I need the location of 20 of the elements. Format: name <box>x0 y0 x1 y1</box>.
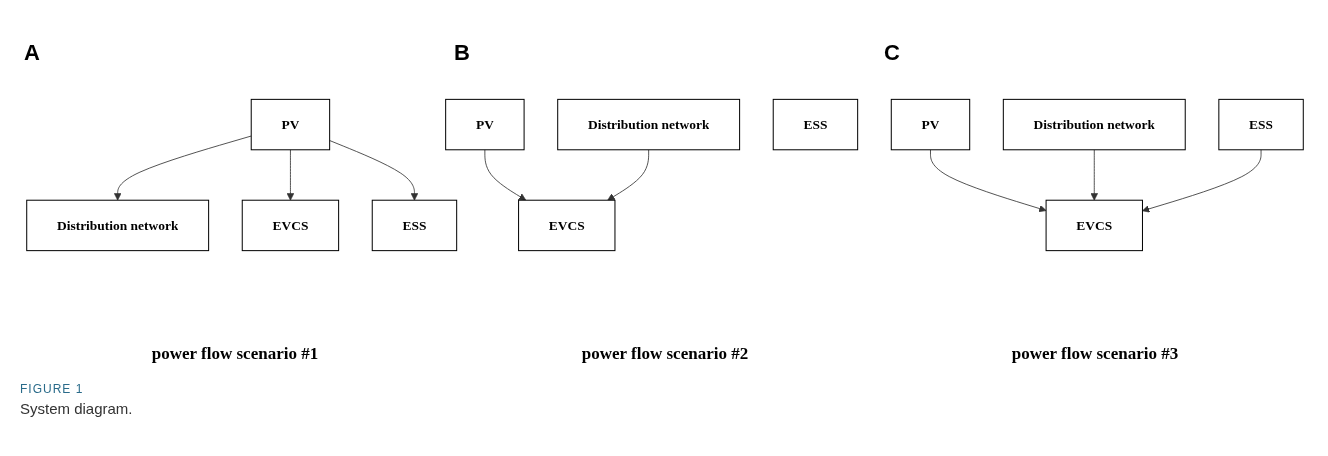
figure-number: FIGURE 1 <box>20 382 84 396</box>
scenario-label: power flow scenario #2 <box>580 344 750 364</box>
scenario-label: power flow scenario #3 <box>1010 344 1180 364</box>
node-box: Distribution network <box>26 199 210 252</box>
node-box: ESS <box>1218 98 1304 151</box>
node-box: PV <box>890 98 971 151</box>
node-box: ESS <box>772 98 859 151</box>
node-box: Distribution network <box>557 98 741 151</box>
node-box: PV <box>250 98 331 151</box>
node-box: ESS <box>371 199 458 252</box>
node-box: EVCS <box>1045 199 1143 252</box>
node-box: EVCS <box>518 199 616 252</box>
node-box: EVCS <box>241 199 340 252</box>
panel-letter: B <box>454 40 470 66</box>
node-box: PV <box>445 98 525 151</box>
panel-letter: C <box>884 40 900 66</box>
node-box: Distribution network <box>1002 98 1186 151</box>
scenario-label: power flow scenario #1 <box>150 344 320 364</box>
panel-letter: A <box>24 40 40 66</box>
caption: System diagram. <box>20 400 133 417</box>
